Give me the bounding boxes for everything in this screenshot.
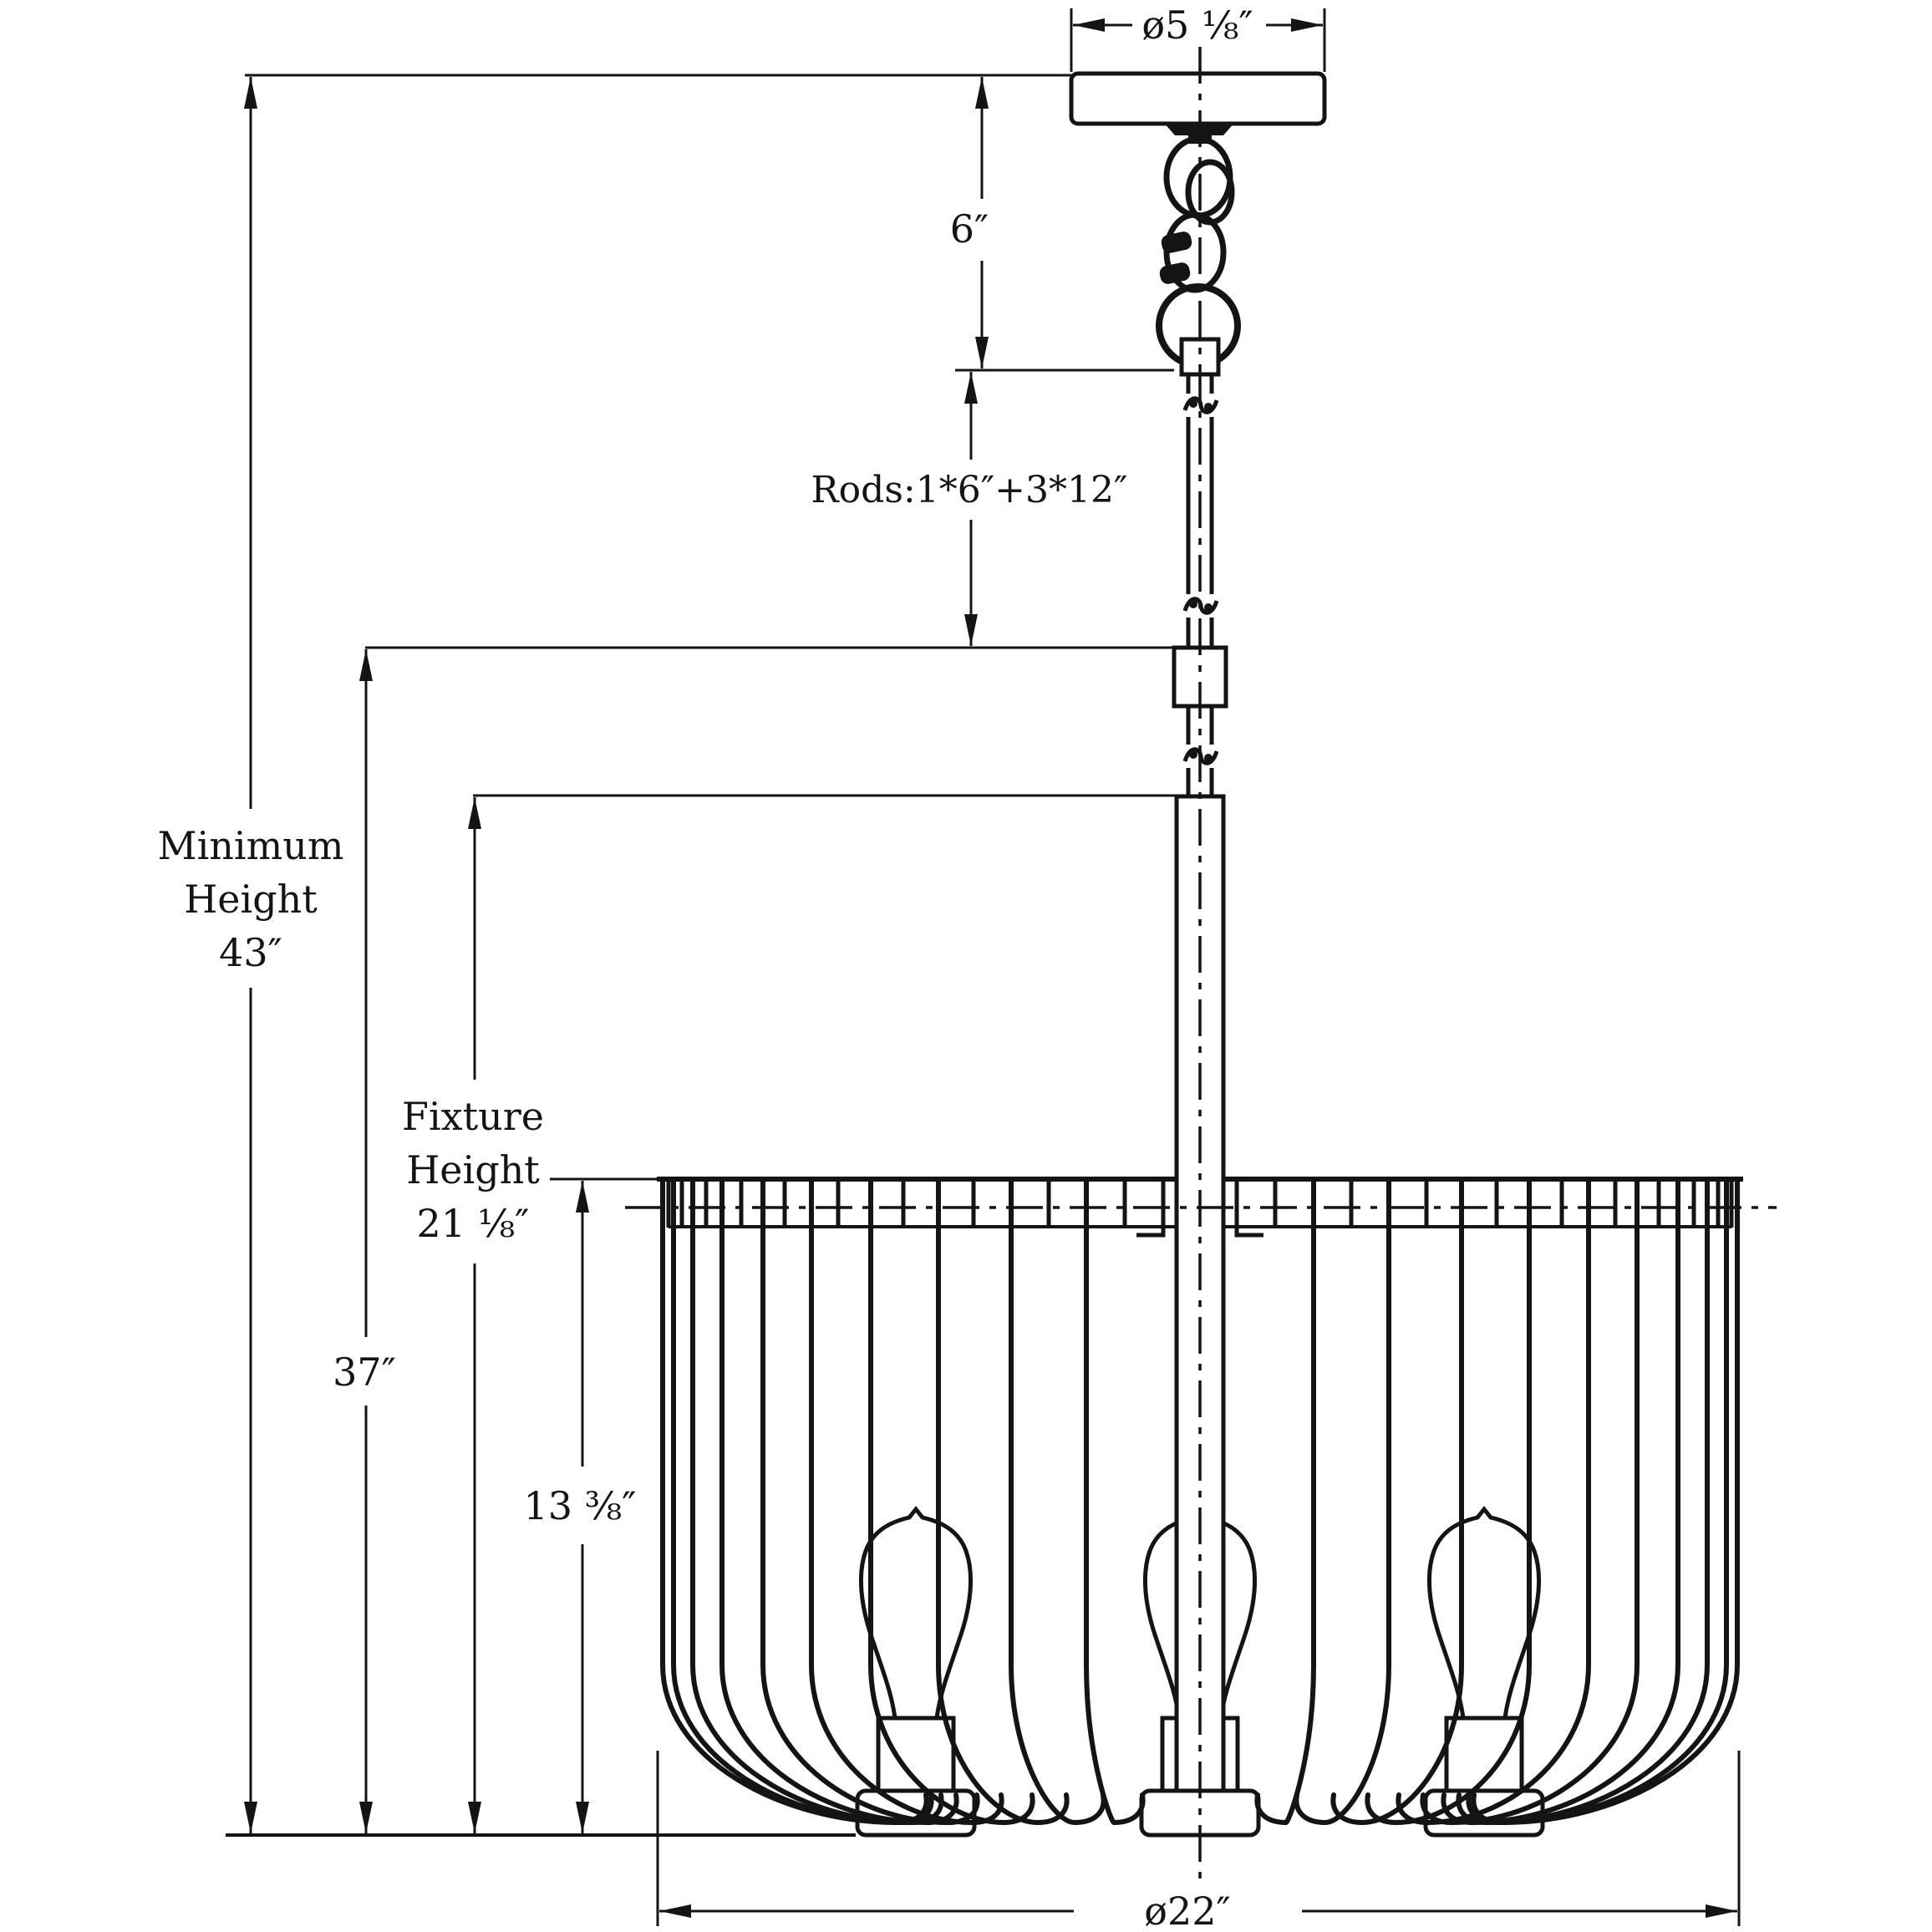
cage-front-wire (1009, 1177, 1106, 1826)
canopy-diameter-label: ø5 ⅛″ (1141, 3, 1253, 48)
rods-label: Rods:1*6″+3*12″ (811, 469, 1128, 511)
cage-front-wire (1365, 1177, 1532, 1826)
arrow-up-icon (576, 1181, 589, 1213)
cage-front-wire (936, 1177, 1070, 1826)
arrow-up-icon (468, 797, 481, 829)
cage-front-wire (1396, 1177, 1591, 1826)
shade-diameter-label: ø22″ (1144, 1889, 1230, 1932)
dimension-lines (244, 18, 1737, 1918)
shade-height-label: 13 ⅜″ (524, 1483, 637, 1528)
dimension-labels: ø5 ⅛″ 6″ Rods:1*6″+3*12″ Minimum Height … (157, 3, 1253, 1932)
arrow-up-icon (975, 77, 989, 109)
cage-front-wire (868, 1177, 1035, 1826)
arrow-right-icon (1291, 18, 1323, 32)
minimum-height-label: Minimum (157, 823, 343, 868)
cage-front-wire (671, 1177, 934, 1826)
rod-drop-label: 37″ (333, 1350, 396, 1395)
quick-link-band (1161, 231, 1192, 253)
arrow-down-icon (468, 1802, 481, 1833)
arrow-up-icon (244, 77, 257, 109)
edison-bulb (1426, 1505, 1542, 1721)
chain-drop-label: 6″ (950, 206, 989, 252)
fixture-height-label: Fixture (402, 1094, 544, 1139)
rod-break-symbol (1182, 594, 1219, 618)
quick-link-band (1159, 262, 1191, 284)
cage-front-wire (1294, 1177, 1391, 1826)
cage-front-wire (1441, 1177, 1680, 1826)
chain-link (1163, 135, 1233, 219)
cage-front-wire (719, 1177, 959, 1826)
arrow-down-icon (244, 1802, 257, 1833)
fixture-height-label: 21 ⅛″ (417, 1201, 530, 1246)
arrow-down-icon (975, 337, 989, 369)
edison-bulb (858, 1505, 974, 1721)
canopy-and-chain (1069, 71, 1327, 796)
cage-front-wires (660, 1177, 1740, 1826)
cage-back-wires (666, 1181, 1734, 1228)
cage-front-wire (1084, 1177, 1146, 1826)
arrow-up-icon (964, 372, 978, 404)
reference-lines (226, 8, 1741, 1926)
cage-front-wire (1330, 1177, 1464, 1826)
arrow-right-icon (1706, 1904, 1737, 1918)
hub-bracket (1136, 1180, 1263, 1238)
arrow-down-icon (576, 1802, 589, 1833)
arrow-up-icon (359, 649, 373, 681)
cage-front-wire (1254, 1177, 1316, 1826)
centerlines (625, 47, 1777, 1885)
minimum-height-label: Height (184, 877, 318, 922)
ceiling-canopy (1069, 71, 1327, 126)
cage-front-wire (1466, 1177, 1729, 1826)
minimum-height-label: 43″ (219, 930, 282, 975)
cage-front-wire (809, 1177, 1004, 1826)
fixture-height-label: Height (406, 1147, 540, 1192)
arrow-down-icon (964, 614, 978, 646)
arrow-left-icon (659, 1904, 691, 1918)
arrow-down-icon (359, 1802, 373, 1833)
arrow-left-icon (1073, 18, 1105, 32)
